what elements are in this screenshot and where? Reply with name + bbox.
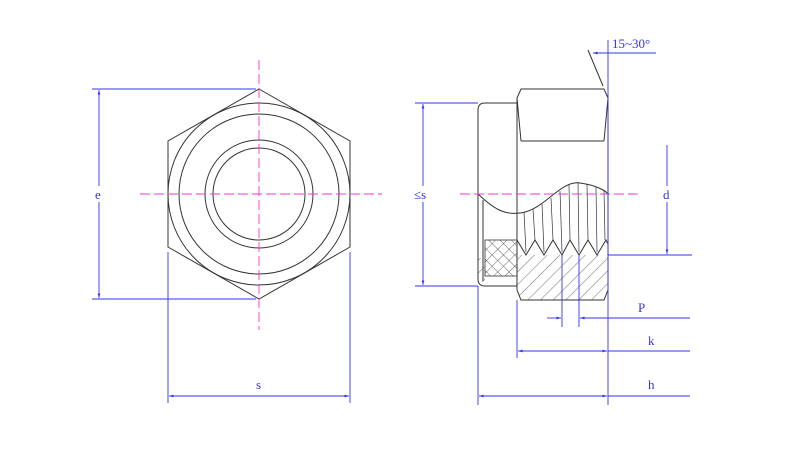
section-hatch [517, 255, 608, 300]
thread-lines [523, 181, 606, 253]
thread-profile [516, 238, 609, 257]
break-line [477, 182, 609, 214]
side-view: 15~30° ≤s d P k h [413, 36, 692, 405]
k-label: k [648, 333, 655, 348]
p-label: P [638, 300, 645, 315]
chamfer-angle-line [587, 49, 604, 87]
e-label: e [95, 187, 101, 202]
front-view: e s [92, 60, 382, 403]
smax-label: ≤s [414, 187, 426, 202]
hex-flat-left [516, 97, 522, 142]
h-label: h [648, 377, 655, 392]
collar-hatch [478, 258, 485, 282]
angle-label: 15~30° [612, 36, 650, 51]
hex-flat-right [603, 97, 609, 142]
d-label: d [663, 187, 670, 202]
s-label: s [256, 377, 261, 392]
nylon-insert [484, 239, 518, 277]
